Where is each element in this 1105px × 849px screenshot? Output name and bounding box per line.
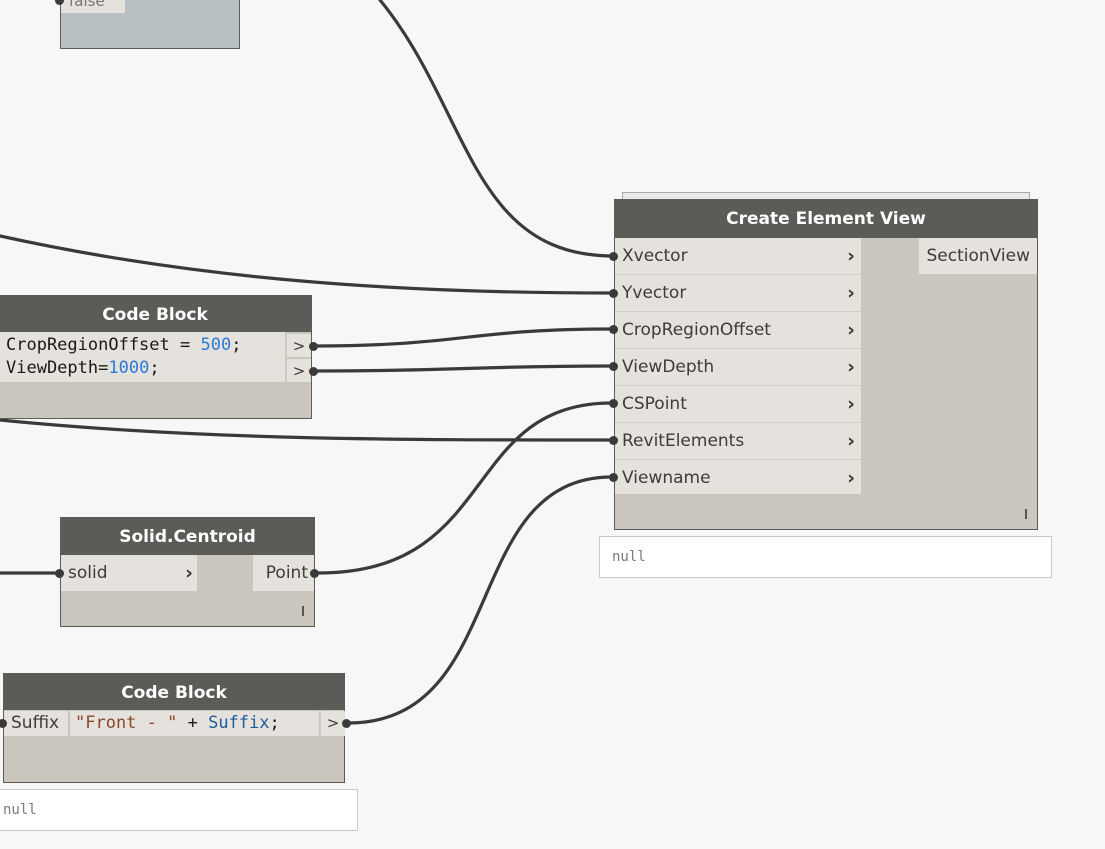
chevron-right-icon: › bbox=[847, 319, 855, 341]
chevron-right-icon: › bbox=[847, 282, 855, 304]
input-port-suffix[interactable]: Suffix bbox=[4, 711, 68, 736]
node-title: Code Block bbox=[4, 674, 344, 710]
output-connector[interactable] bbox=[309, 367, 318, 376]
port-label: ViewDepth bbox=[622, 357, 715, 377]
chevron-right-icon: › bbox=[847, 245, 855, 267]
input-port-xvector[interactable]: Xvector › bbox=[615, 238, 861, 275]
output-connector[interactable] bbox=[310, 569, 319, 578]
code-editor[interactable]: CropRegionOffset = 500; ViewDepth=1000; bbox=[0, 332, 285, 382]
port-label: Xvector bbox=[622, 246, 688, 266]
input-connector[interactable] bbox=[609, 325, 618, 334]
node-title: Code Block bbox=[0, 296, 311, 332]
input-port-viewname[interactable]: Viewname › bbox=[615, 460, 861, 494]
input-connector[interactable] bbox=[0, 719, 7, 728]
input-port-viewdepth[interactable]: ViewDepth › bbox=[615, 349, 861, 386]
node-title: Solid.Centroid bbox=[61, 518, 314, 555]
input-connector[interactable] bbox=[609, 289, 618, 298]
output-port-sectionview[interactable]: SectionView bbox=[919, 238, 1037, 274]
output-connector[interactable] bbox=[342, 719, 351, 728]
input-port-revitelements[interactable]: RevitElements › bbox=[615, 423, 861, 460]
port-label: Yvector bbox=[622, 283, 687, 303]
chevron-right-icon: › bbox=[847, 467, 855, 489]
input-connector[interactable] bbox=[55, 569, 64, 578]
input-port-yvector[interactable]: Yvector › bbox=[615, 275, 861, 312]
wire-to-cspoint bbox=[316, 401, 614, 575]
input-port-solid[interactable]: solid › bbox=[61, 555, 197, 591]
boolean-port[interactable] bbox=[55, 0, 64, 5]
input-connector[interactable] bbox=[609, 362, 618, 371]
code-block-suffix-node[interactable]: Code Block Suffix "Front - " + Suffix; > bbox=[0, 673, 351, 783]
wire-to-revitelements bbox=[0, 418, 614, 442]
code-line-2: ViewDepth=1000; bbox=[6, 358, 160, 378]
port-label: Point bbox=[265, 563, 308, 583]
output-connector[interactable] bbox=[309, 342, 318, 351]
input-connector[interactable] bbox=[609, 436, 618, 445]
port-label: Suffix bbox=[11, 713, 60, 733]
wire-to-yvector bbox=[0, 234, 614, 295]
chevron-right-icon: › bbox=[185, 562, 193, 584]
code-line-1: "Front - " + Suffix; bbox=[75, 713, 280, 733]
input-connector[interactable] bbox=[609, 473, 618, 482]
port-label: Viewname bbox=[622, 468, 711, 488]
chevron-right-icon: › bbox=[847, 356, 855, 378]
code-line-1: CropRegionOffset = 500; bbox=[6, 335, 242, 355]
port-label: SectionView bbox=[926, 246, 1030, 266]
node-title: Create Element View bbox=[615, 200, 1037, 238]
output-port[interactable]: > bbox=[320, 711, 345, 736]
boolean-value[interactable]: false bbox=[61, 0, 125, 13]
chevron-right-icon: › bbox=[847, 393, 855, 415]
port-label: CropRegionOffset bbox=[622, 320, 771, 340]
create-element-view-node[interactable]: Create Element View Xvector › Yvector › … bbox=[609, 199, 1038, 530]
port-label: solid bbox=[68, 563, 108, 583]
wire-to-xvector bbox=[378, 0, 614, 258]
input-port-cropregionoffset[interactable]: CropRegionOffset › bbox=[615, 312, 861, 349]
resize-grip-icon[interactable] bbox=[302, 606, 304, 616]
wire-to-cropregionoffset bbox=[313, 327, 614, 348]
chevron-right-icon: › bbox=[847, 430, 855, 452]
output-port-point[interactable]: Point bbox=[253, 555, 314, 591]
preview-bubble: null bbox=[0, 789, 358, 831]
code-editor[interactable]: "Front - " + Suffix; bbox=[70, 711, 319, 736]
port-label: RevitElements bbox=[622, 431, 745, 451]
input-connector[interactable] bbox=[609, 252, 618, 261]
resize-grip-icon[interactable] bbox=[1025, 509, 1027, 519]
code-block-node[interactable]: Code Block CropRegionOffset = 500; ViewD… bbox=[0, 295, 318, 419]
solid-centroid-node[interactable]: Solid.Centroid solid › Point bbox=[55, 517, 319, 627]
input-connector[interactable] bbox=[609, 399, 618, 408]
port-label: CSPoint bbox=[622, 394, 687, 414]
input-port-cspoint[interactable]: CSPoint › bbox=[615, 386, 861, 423]
output-port-2[interactable]: > bbox=[286, 359, 311, 382]
wire-to-viewname bbox=[346, 475, 614, 725]
wire-to-viewdepth bbox=[313, 364, 614, 373]
output-port-1[interactable]: > bbox=[286, 334, 311, 357]
stack-shadow bbox=[622, 192, 1030, 200]
preview-bubble: null bbox=[599, 536, 1052, 578]
boolean-node[interactable]: false bbox=[55, 0, 240, 49]
